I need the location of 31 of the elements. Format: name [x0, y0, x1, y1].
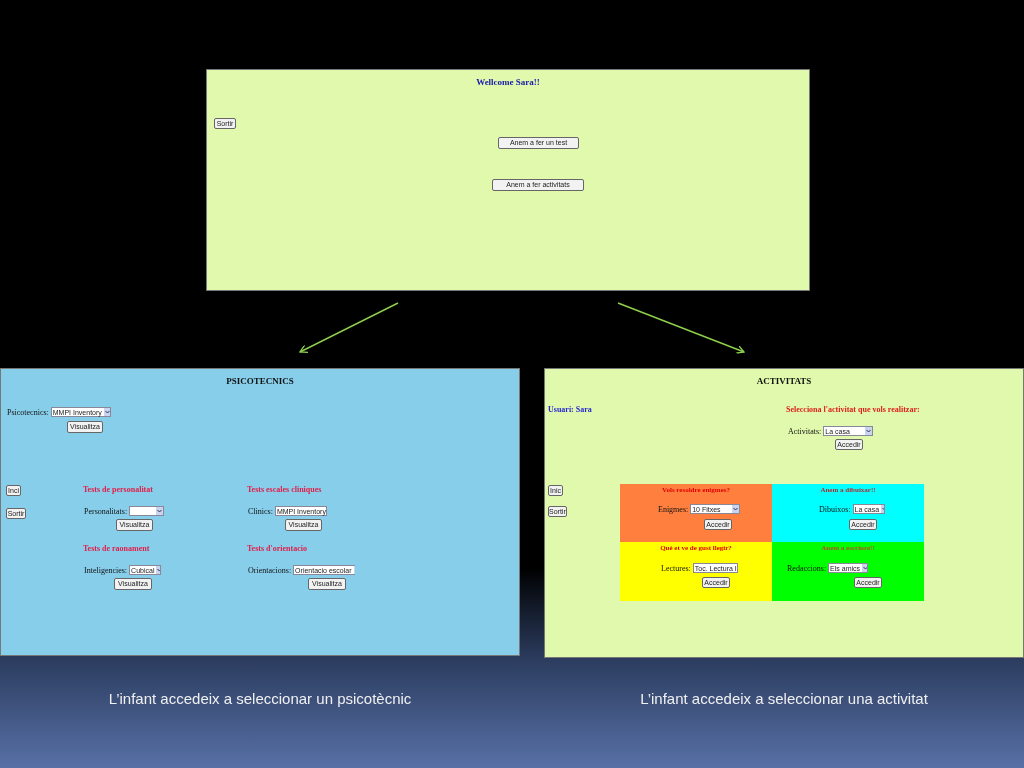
section-heading: Tests de raonament: [83, 544, 150, 553]
screen-panel: [0, 368, 520, 656]
field-label: Personalitats:: [84, 506, 128, 516]
field-label: Dibuixos:: [819, 504, 851, 514]
slide-caption: L’infant accedeix a seleccionar una activitat: [639, 690, 929, 707]
field-label: Orientacions:: [248, 565, 292, 575]
screen-panel: [206, 69, 810, 291]
section-heading: Tests escales cliniques: [247, 485, 322, 494]
field-label: Inteligencies:: [84, 565, 128, 575]
dropdown: [129, 506, 165, 516]
section-heading: Tests d'orientacio: [247, 544, 307, 553]
field-label: Redaccions:: [787, 563, 827, 573]
section-heading: Selecciona l'activitat que vols realitzar:: [786, 405, 920, 414]
slide-caption: L’infant accedeix a seleccionar un psicotècnic: [107, 690, 413, 707]
page-title: ACTIVITATS: [755, 376, 813, 386]
option-panel: [620, 542, 772, 601]
section-heading: Usuari: Sara: [548, 405, 592, 414]
field-label: Lectures:: [661, 563, 691, 573]
field-label: Activitats:: [788, 426, 822, 436]
field-label: Enigmes:: [658, 504, 689, 514]
field-label: Psicotecnics:: [7, 407, 49, 417]
option-panel: [620, 484, 772, 542]
section-heading: Tests de personalitat: [83, 485, 153, 494]
option-panel: [772, 484, 924, 542]
option-panel: [772, 542, 924, 601]
screen-panel: [544, 368, 1024, 658]
page-title: PSICOTECNICS: [225, 376, 295, 386]
arrow: [617, 302, 745, 354]
arrow: [299, 302, 399, 354]
page-title: Wellcome Sara!!: [475, 77, 541, 87]
field-label: Clinics:: [248, 506, 273, 516]
